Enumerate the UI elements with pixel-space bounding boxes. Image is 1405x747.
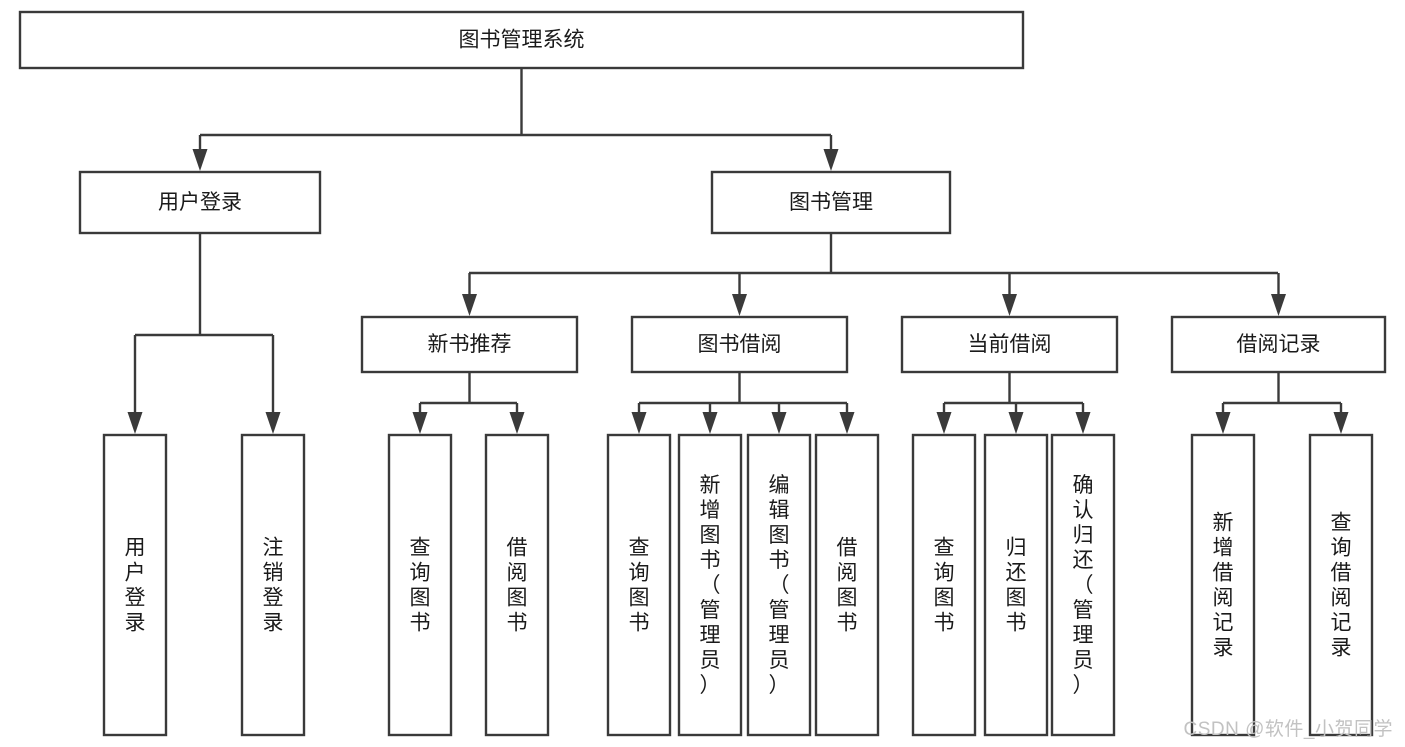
arrow-head-icon-book-manage [823,149,839,171]
node-label-borrow-record: 借阅记录 [1237,333,1321,356]
node-label-leaf-query-book-2: 查询图书 [629,537,650,635]
node-box-leaf-edit-book[interactable] [746,433,812,737]
arrow-head-icon-current-borrow [1002,294,1017,316]
arrow-head-icon-leaf-query-book-2 [631,412,647,434]
node-leaf-borrow-book-2[interactable]: 借阅图书 [814,433,880,737]
nodes-layer: 图书管理系统用户登录图书管理新书推荐图书借阅当前借阅借阅记录用户登录注销登录查询… [18,10,1387,737]
node-user-login[interactable]: 用户登录 [78,170,322,235]
node-box-leaf-borrow-book-1[interactable] [484,433,550,737]
node-borrow-record[interactable]: 借阅记录 [1170,315,1387,374]
node-label-leaf-confirm-return: 确认归还（管理员） [1073,474,1094,697]
node-box-leaf-confirm-return[interactable] [1050,433,1116,737]
node-leaf-add-record[interactable]: 新增借阅记录 [1190,433,1256,737]
node-box-leaf-logout[interactable] [240,433,306,737]
node-box-leaf-add-book[interactable] [677,433,743,737]
node-label-leaf-query-record: 查询借阅记录 [1331,512,1352,660]
arrow-head-icon-leaf-confirm-return [1075,412,1091,434]
arrow-head-icon-leaf-query-book-1 [412,412,428,434]
node-label-new-book-rec: 新书推荐 [428,333,512,356]
node-box-book-borrow[interactable] [630,315,849,374]
node-label-leaf-query-book-1: 查询图书 [410,537,431,635]
node-label-book-borrow: 图书借阅 [698,333,782,356]
node-box-root[interactable] [18,10,1025,70]
node-leaf-query-record[interactable]: 查询借阅记录 [1308,433,1374,737]
connectors-layer [127,68,1349,434]
node-label-root: 图书管理系统 [459,29,585,52]
node-leaf-query-book-3[interactable]: 查询图书 [911,433,977,737]
arrow-head-icon-new-book-rec [462,294,477,316]
node-label-leaf-logout: 注销登录 [263,537,284,635]
node-box-leaf-return-book[interactable] [983,433,1049,737]
node-box-user-login[interactable] [78,170,322,235]
node-label-leaf-query-book-3: 查询图书 [934,537,955,635]
node-book-manage[interactable]: 图书管理 [710,170,952,235]
arrow-head-icon-leaf-borrow-book-1 [509,412,525,434]
node-leaf-query-book-1[interactable]: 查询图书 [387,433,453,737]
arrow-head-icon-book-borrow [732,294,747,316]
arrow-head-icon-leaf-query-record [1333,412,1349,434]
node-current-borrow[interactable]: 当前借阅 [900,315,1119,374]
node-box-book-manage[interactable] [710,170,952,235]
node-label-user-login: 用户登录 [158,191,242,214]
node-book-borrow[interactable]: 图书借阅 [630,315,849,374]
arrow-head-icon-leaf-query-book-3 [936,412,952,434]
arrow-head-icon-leaf-add-record [1215,412,1231,434]
node-box-borrow-record[interactable] [1170,315,1387,374]
node-label-leaf-return-book: 归还图书 [1006,537,1027,635]
node-box-current-borrow[interactable] [900,315,1119,374]
arrow-head-icon-borrow-record [1271,294,1286,316]
node-leaf-query-book-2[interactable]: 查询图书 [606,433,672,737]
node-new-book-rec[interactable]: 新书推荐 [360,315,579,374]
node-leaf-return-book[interactable]: 归还图书 [983,433,1049,737]
arrow-head-icon-user-login [192,149,208,171]
node-leaf-edit-book[interactable]: 编辑图书（管理员） [746,433,812,737]
arrow-head-icon-leaf-return-book [1008,412,1024,434]
node-leaf-add-book[interactable]: 新增图书（管理员） [677,433,743,737]
arrow-head-icon-leaf-logout [265,412,281,434]
node-box-leaf-query-book-1[interactable] [387,433,453,737]
node-box-leaf-query-book-2[interactable] [606,433,672,737]
node-label-current-borrow: 当前借阅 [968,333,1052,356]
node-label-book-manage: 图书管理 [789,191,873,214]
arrow-head-icon-leaf-user-login [127,412,143,434]
node-box-leaf-user-login[interactable] [102,433,168,737]
node-label-leaf-add-record: 新增借阅记录 [1213,512,1234,660]
node-leaf-confirm-return[interactable]: 确认归还（管理员） [1050,433,1116,737]
arrow-head-icon-leaf-borrow-book-2 [839,412,855,434]
node-box-leaf-query-book-3[interactable] [911,433,977,737]
node-box-leaf-query-record[interactable] [1308,433,1374,737]
arrow-head-icon-leaf-add-book [702,412,718,434]
node-root[interactable]: 图书管理系统 [18,10,1025,70]
arrow-head-icon-leaf-edit-book [771,412,787,434]
node-leaf-logout[interactable]: 注销登录 [240,433,306,737]
node-leaf-borrow-book-1[interactable]: 借阅图书 [484,433,550,737]
node-label-leaf-user-login: 用户登录 [125,537,146,635]
node-label-leaf-borrow-book-1: 借阅图书 [507,537,528,635]
node-leaf-user-login[interactable]: 用户登录 [102,433,168,737]
node-label-leaf-borrow-book-2: 借阅图书 [837,537,858,635]
node-label-leaf-edit-book: 编辑图书（管理员） [769,474,790,697]
node-box-leaf-borrow-book-2[interactable] [814,433,880,737]
node-box-leaf-add-record[interactable] [1190,433,1256,737]
node-label-leaf-add-book: 新增图书（管理员） [700,474,721,697]
node-box-new-book-rec[interactable] [360,315,579,374]
